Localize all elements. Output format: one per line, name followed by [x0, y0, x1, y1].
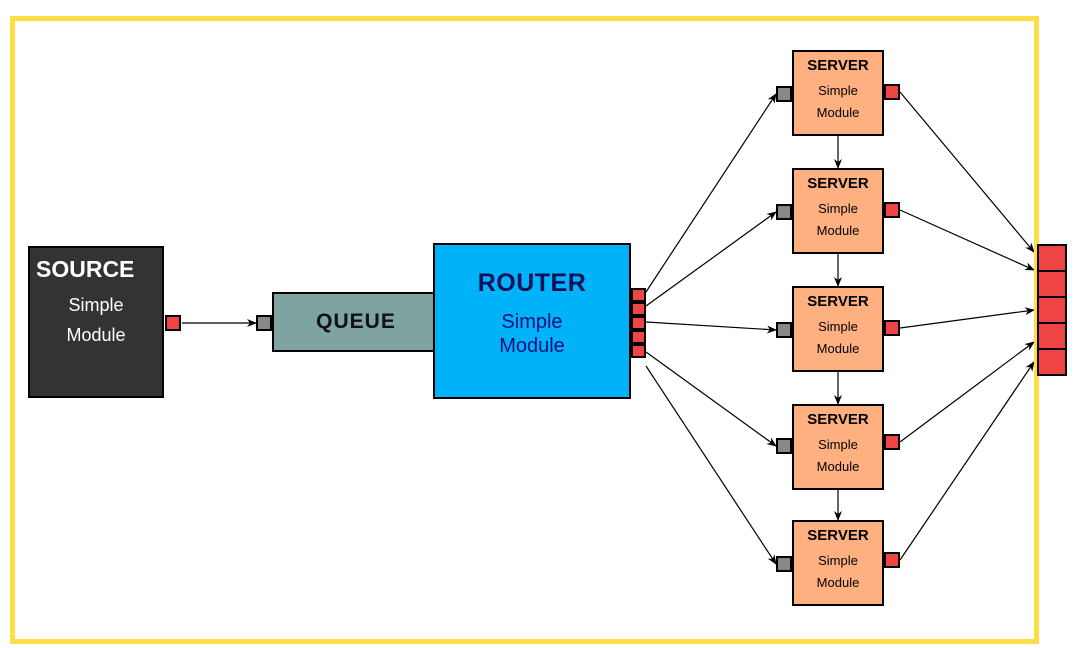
source-output-port[interactable] [165, 315, 181, 331]
server-subtitle: Simple Module [794, 316, 882, 360]
sink-input-port[interactable] [1037, 322, 1067, 350]
queue-title: QUEUE [316, 310, 396, 333]
router-output-port[interactable] [631, 288, 646, 302]
source-subtitle-line1: Simple [68, 295, 124, 315]
server-output-port[interactable] [884, 202, 900, 218]
server-input-port[interactable] [776, 322, 792, 338]
connection-arrow [645, 93, 777, 293]
server-title: SERVER [807, 175, 869, 192]
server-subtitle-line2: Module [816, 223, 860, 238]
source-subtitle-line2: Module [66, 325, 126, 345]
network-frame [10, 16, 1039, 644]
router-subtitle: Simple Module [435, 310, 629, 358]
server-subtitle-line1: Simple [818, 201, 858, 216]
connection-arrow [899, 307, 1035, 329]
server-module-2[interactable]: SERVER Simple Module [792, 168, 884, 254]
server-title: SERVER [807, 57, 869, 74]
server-input-port[interactable] [776, 556, 792, 572]
server-subtitle-line1: Simple [818, 319, 858, 334]
server-output-port[interactable] [884, 320, 900, 336]
router-title: ROUTER [477, 269, 587, 297]
source-subtitle: Simple Module [30, 290, 162, 350]
server-input-port[interactable] [776, 204, 792, 220]
server-input-port[interactable] [776, 86, 792, 102]
router-output-port[interactable] [631, 344, 646, 358]
connection-arrow [645, 351, 777, 447]
server-subtitle-line2: Module [816, 105, 860, 120]
sink-input-port[interactable] [1037, 244, 1067, 272]
source-title: SOURCE [36, 256, 135, 282]
server-module-1[interactable]: SERVER Simple Module [792, 50, 884, 136]
server-subtitle: Simple Module [794, 550, 882, 594]
queue-input-port[interactable] [256, 315, 272, 331]
server-title: SERVER [807, 411, 869, 428]
server-output-port[interactable] [884, 552, 900, 568]
queue-module[interactable]: QUEUE [272, 292, 440, 352]
server-module-4[interactable]: SERVER Simple Module [792, 404, 884, 490]
server-subtitle-line2: Module [816, 341, 860, 356]
server-subtitle-line1: Simple [818, 437, 858, 452]
server-module-3[interactable]: SERVER Simple Module [792, 286, 884, 372]
connection-arrow [899, 341, 1035, 443]
connection-arrow [899, 361, 1035, 561]
router-subtitle-line2: Module [499, 335, 565, 357]
server-subtitle-line2: Module [816, 575, 860, 590]
connection-arrow [645, 321, 777, 334]
sink-input-port[interactable] [1037, 296, 1067, 324]
server-title: SERVER [807, 527, 869, 544]
sink-input-port[interactable] [1037, 348, 1067, 376]
server-subtitle-line1: Simple [818, 83, 858, 98]
server-title: SERVER [807, 293, 869, 310]
router-module[interactable]: ROUTER Simple Module [433, 243, 631, 399]
router-output-port[interactable] [631, 330, 646, 344]
server-subtitle-line1: Simple [818, 553, 858, 568]
server-input-port[interactable] [776, 438, 792, 454]
connection-arrow [899, 91, 1035, 253]
router-output-port[interactable] [631, 316, 646, 330]
server-output-port[interactable] [884, 434, 900, 450]
server-module-5[interactable]: SERVER Simple Module [792, 520, 884, 606]
server-subtitle: Simple Module [794, 80, 882, 124]
connection-arrow [645, 365, 777, 565]
sink-input-port[interactable] [1037, 270, 1067, 298]
router-subtitle-line1: Simple [501, 311, 563, 333]
server-subtitle: Simple Module [794, 198, 882, 242]
server-subtitle-line2: Module [816, 459, 860, 474]
connection-arrow [899, 209, 1035, 271]
server-subtitle: Simple Module [794, 434, 882, 478]
server-output-port[interactable] [884, 84, 900, 100]
router-output-port[interactable] [631, 302, 646, 316]
source-module[interactable]: SOURCE Simple Module [28, 246, 164, 398]
connection-arrow [645, 211, 777, 307]
